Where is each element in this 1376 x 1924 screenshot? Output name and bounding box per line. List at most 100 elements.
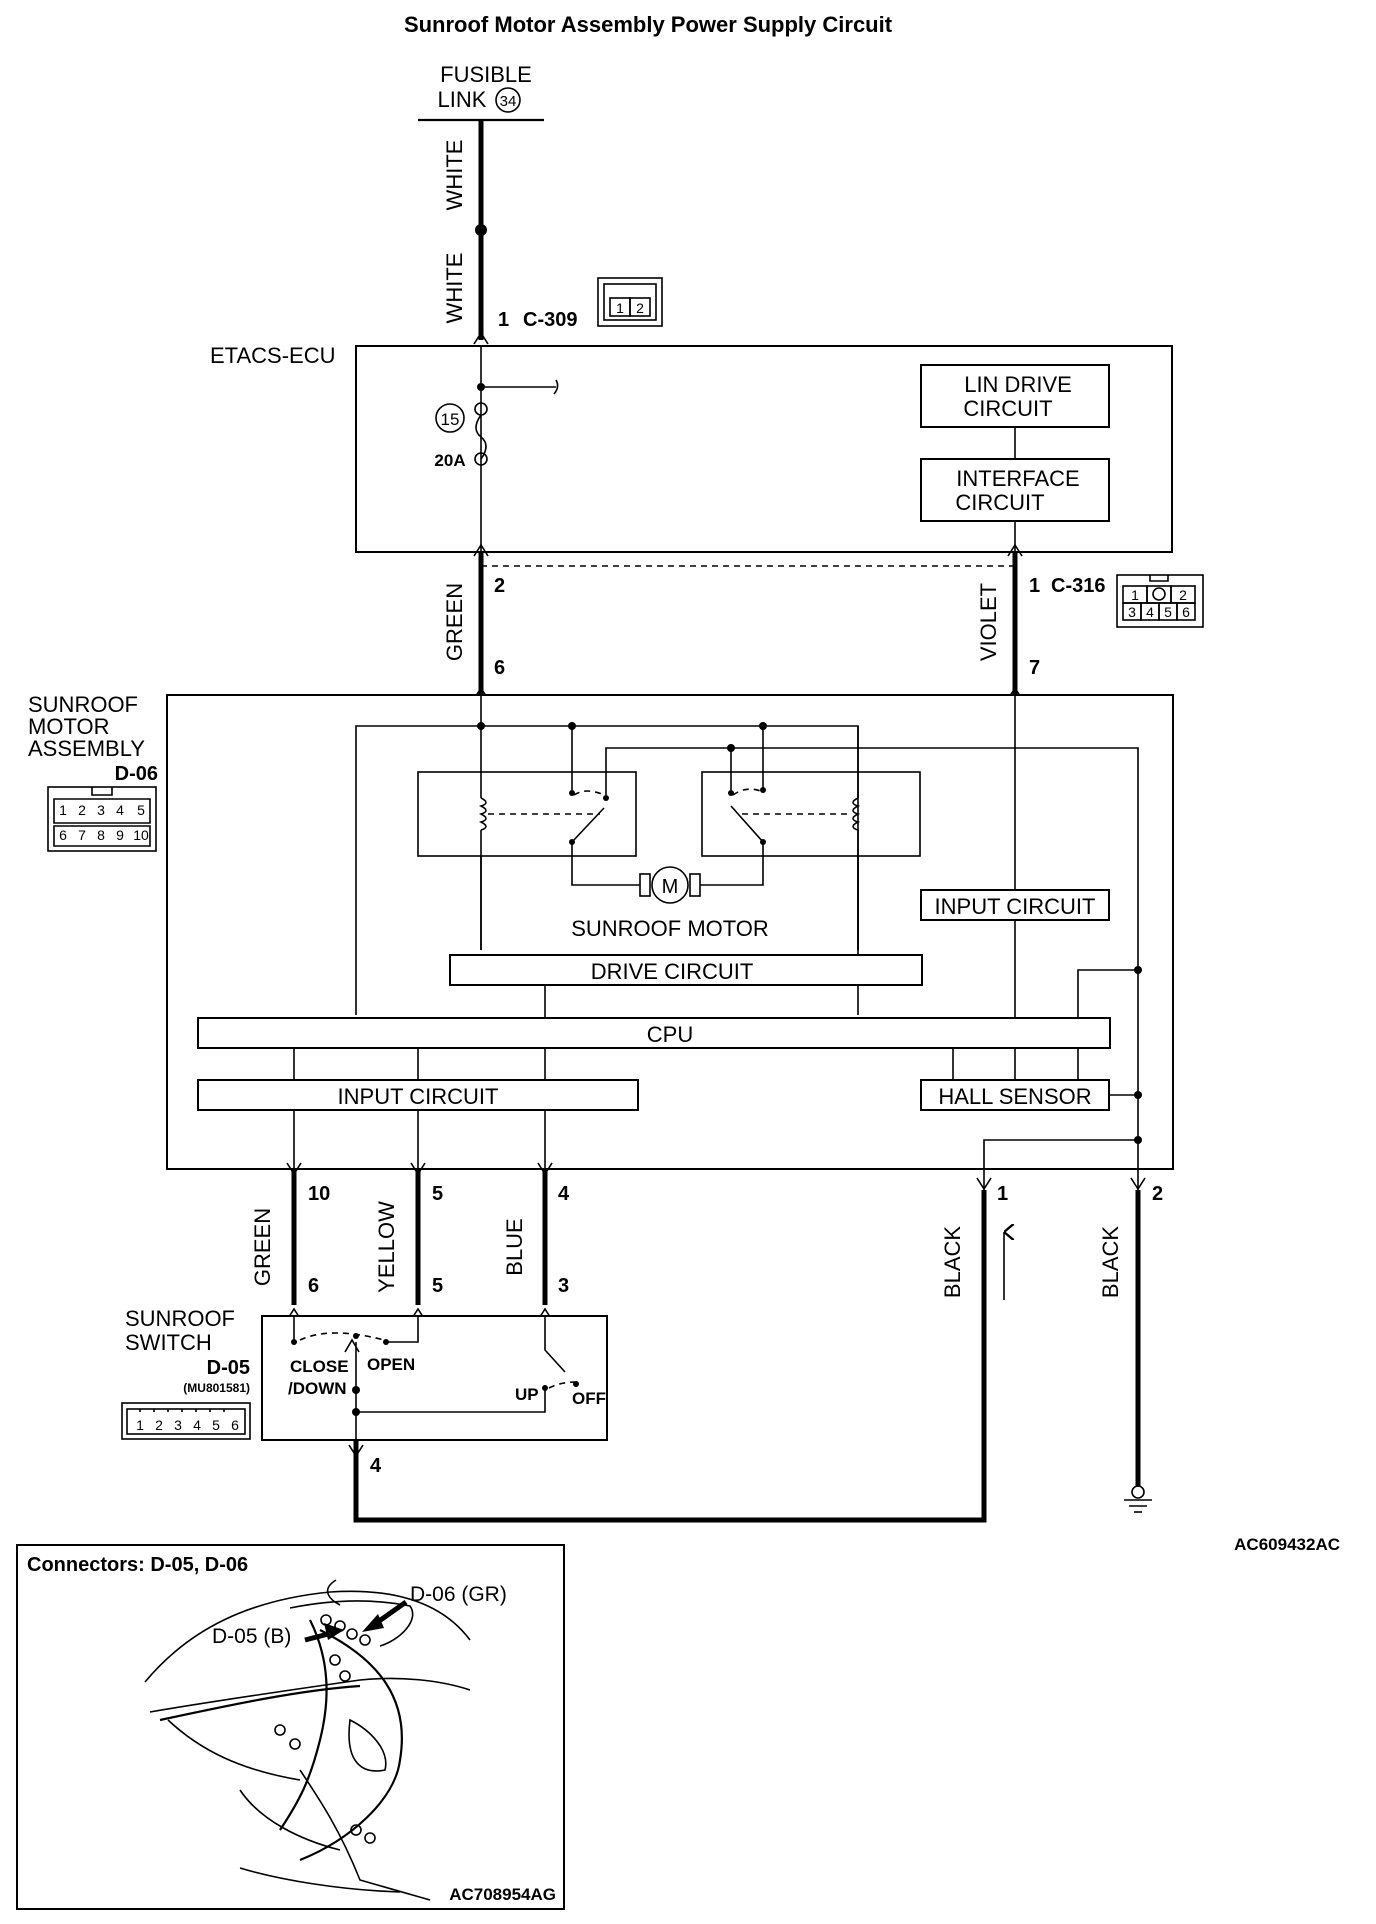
c316-name: C-316 (1051, 575, 1105, 597)
motor-assembly-label-3: ASSEMBLY (28, 736, 145, 761)
c316-pin-3: 3 (1128, 604, 1136, 620)
cpu-to-hall (952, 1048, 1079, 1080)
inset-label-d06: D-06 (GR) (410, 1583, 507, 1606)
pointer-d06-head (362, 1614, 384, 1632)
d06-pin-10: 10 (133, 827, 149, 843)
c309-pin-2: 2 (636, 300, 644, 316)
switch-arrow-4 (348, 1444, 364, 1458)
d05-pin-4: 4 (193, 1417, 201, 1433)
d06-pin-1: 1 (59, 802, 67, 818)
c309-pin-1: 1 (616, 300, 624, 316)
diagram-title: Sunroof Motor Assembly Power Supply Circ… (404, 12, 893, 37)
cpu-label: CPU (647, 1022, 693, 1047)
motor-pin-10: 10 (308, 1183, 330, 1205)
arrow-pin-1 (976, 1177, 992, 1191)
d06-connector-icon: 1 2 3 4 5 6 7 8 9 10 (47, 786, 157, 852)
wire-black-1 (353, 1190, 987, 1523)
switch-label-2: SWITCH (125, 1330, 212, 1355)
inset-title: Connectors: D-05, D-06 (27, 1554, 248, 1576)
wire-label-black-1: BLACK (940, 1226, 965, 1298)
hall-junction (1134, 1091, 1142, 1099)
switch-pin-3: 3 (558, 1275, 569, 1297)
etacs-pin-green: 2 (494, 575, 505, 597)
connector-arrow-c309 (473, 331, 489, 345)
fusible-link-number: 34 (500, 93, 517, 110)
switch-label: SUNROOF (125, 1306, 235, 1331)
motor-symbol: M (662, 876, 679, 898)
motor-pin-7: 7 (1029, 657, 1040, 679)
switch-pin-4: 4 (370, 1455, 382, 1477)
wire-label-green-upper: GREEN (442, 583, 467, 661)
pin1-internal (983, 1139, 1138, 1190)
arrow-pin-2 (1130, 1177, 1146, 1191)
wire-label-green-lower: GREEN (250, 1208, 275, 1286)
cpu-to-hall-top (1077, 969, 1138, 1018)
fuse-number: 15 (441, 410, 460, 429)
d05-pin-5: 5 (212, 1417, 220, 1433)
connector-location-inset: Connectors: D-05, D-06 D-06 (GR) D-05 (B… (16, 1544, 565, 1910)
hall-sensor-label: HALL SENSOR (938, 1084, 1091, 1109)
diagram-code: AC609432AC (1234, 1535, 1340, 1554)
inset-frame (16, 1544, 565, 1910)
wire-label-violet: VIOLET (976, 583, 1001, 661)
switch-off-label: OFF (572, 1389, 606, 1408)
sunroof-switch-box (261, 1315, 608, 1441)
motor-pin-6: 6 (494, 657, 505, 679)
motor-assembly-label-2: MOTOR (28, 714, 109, 739)
switch-open-label: OPEN (367, 1355, 415, 1374)
motor-pin-1: 1 (997, 1183, 1008, 1205)
c316-connector-icon: 1 2 3 4 5 6 (1116, 574, 1204, 628)
switch-part-number: (MU801581) (183, 1381, 250, 1395)
c316-pin-6: 6 (1182, 604, 1190, 620)
switch-connector: D-05 (207, 1357, 250, 1379)
input-circuit-left-label: INPUT CIRCUIT (338, 1084, 499, 1109)
d06-pin-6: 6 (59, 827, 67, 843)
fuse-number-circle (435, 403, 465, 433)
fuse-element (475, 414, 487, 460)
d06-pin-8: 8 (97, 827, 105, 843)
vehicle-illustration (144, 1579, 471, 1901)
lin-drive-circuit-box (920, 364, 1110, 428)
etacs-arrow-violet (1007, 543, 1023, 557)
interface-label: INTERFACE (956, 466, 1079, 491)
switch-pin-5: 5 (432, 1275, 443, 1297)
lin-drive-label: LIN DRIVE (964, 372, 1072, 397)
switch-up-label: UP (515, 1385, 539, 1404)
motor-assembly-connector: D-06 (115, 763, 158, 785)
cpu-box (197, 1017, 1111, 1049)
c316-pin-5: 5 (1164, 604, 1172, 620)
fusible-link-label-2: LINK (438, 87, 487, 112)
switch-pin-6: 6 (308, 1275, 319, 1297)
etacs-pin-violet: 1 (1029, 575, 1040, 597)
interface-label-2: CIRCUIT (955, 490, 1044, 515)
switch-close-label: CLOSE (290, 1357, 349, 1376)
sunroof-motor: M (639, 866, 701, 904)
etacs-branch-end (553, 379, 559, 395)
d06-pin-3: 3 (97, 802, 105, 818)
fusible-link: FUSIBLE LINK 34 (418, 62, 544, 122)
switch-down-label: /DOWN (288, 1379, 347, 1398)
cpu-to-input-left (293, 1048, 546, 1080)
interface-circuit-box (920, 458, 1110, 522)
d06-pin-4: 4 (116, 802, 124, 818)
ground-icon (1124, 1485, 1152, 1513)
motor-pin-4: 4 (558, 1183, 570, 1205)
c316-pin-1: 1 (1131, 587, 1139, 603)
wire-label-blue: BLUE (502, 1218, 527, 1275)
hall-junction-top (1134, 966, 1142, 974)
d05-connector-icon: 1 2 3 4 5 6 (121, 1402, 251, 1440)
d06-pin-7: 7 (78, 827, 86, 843)
inset-label-d05: D-05 (B) (212, 1625, 291, 1648)
d05-pin-6: 6 (231, 1417, 239, 1433)
wire-label-white-upper: WHITE (442, 140, 467, 211)
etacs-label: ETACS-ECU (210, 343, 336, 368)
fusible-link-number-circle (495, 87, 521, 113)
pointer-d05-head (324, 1623, 344, 1640)
d06-pin-5: 5 (137, 802, 145, 818)
input-circuit-right-box (920, 889, 1110, 921)
switch-internal (291, 1316, 579, 1440)
c309-name: C-309 (523, 309, 577, 331)
d05-pin-2: 2 (155, 1417, 163, 1433)
